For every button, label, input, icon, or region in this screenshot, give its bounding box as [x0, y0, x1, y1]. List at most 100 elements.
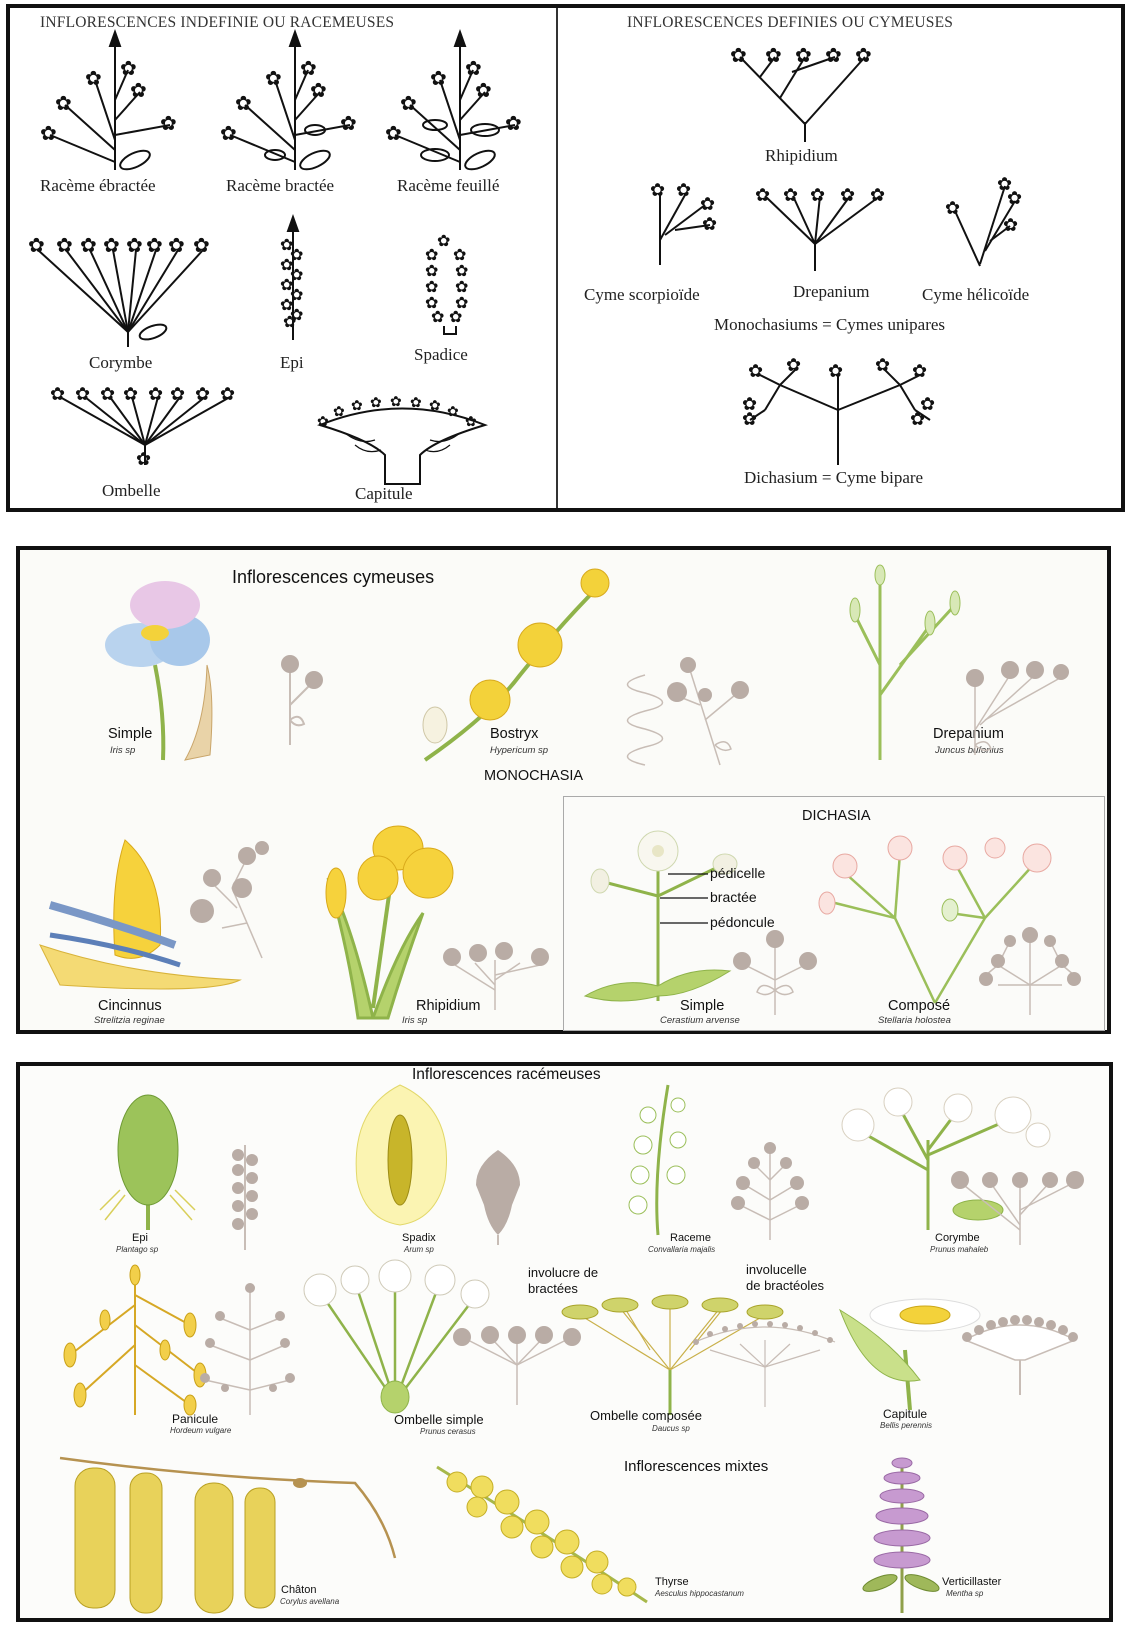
hordeum-panicule-illustration	[50, 1265, 210, 1415]
label-ombelle-simple: Ombelle simple	[394, 1412, 484, 1427]
svg-text:✿: ✿	[283, 312, 296, 331]
svg-text:✿: ✿	[786, 355, 801, 376]
species-corymbe: Prunus mahaleb	[930, 1245, 988, 1254]
label-dichasium-simple: Simple	[680, 998, 724, 1014]
label-dichasium: Dichasium = Cyme bipare	[744, 468, 923, 488]
raceme-ebractee-diagram: ✿✿✿ ✿✿✿	[40, 30, 190, 170]
species-ombelle-composee: Daucus sp	[652, 1424, 690, 1433]
svg-text:✿: ✿	[168, 233, 185, 257]
svg-text:✿: ✿	[400, 91, 417, 115]
svg-text:✿: ✿	[75, 384, 90, 405]
corymbe-schema	[950, 1170, 1085, 1245]
dichasium-compose-schema	[978, 925, 1083, 1015]
svg-text:✿: ✿	[235, 91, 252, 115]
corymbe-diagram: ✿✿✿✿ ✿✿✿✿	[28, 232, 218, 347]
label-corymbe: Corymbe	[89, 353, 152, 373]
ombelle-diagram: ✿✿✿✿ ✿✿✿✿ ✿	[50, 385, 240, 470]
label-epi-bottom: Epi	[132, 1232, 148, 1244]
svg-text:✿: ✿	[765, 43, 782, 67]
svg-text:✿: ✿	[449, 307, 462, 326]
species-thyrse: Aesculus hippocastanum	[655, 1589, 744, 1598]
svg-text:✿: ✿	[351, 398, 363, 414]
capitule-schema	[955, 1315, 1085, 1395]
rhipidium-schema	[440, 935, 555, 1010]
svg-text:✿: ✿	[370, 395, 382, 411]
species-cincinnus: Strelitzia reginae	[94, 1015, 165, 1026]
label-rhipidium: Rhipidium	[765, 146, 838, 166]
svg-text:✿: ✿	[742, 409, 757, 430]
svg-text:✿: ✿	[340, 111, 357, 135]
svg-text:✿: ✿	[945, 198, 960, 219]
annotation-involucre: involucre de	[528, 1265, 598, 1280]
svg-text:✿: ✿	[333, 404, 345, 420]
svg-text:✿: ✿	[146, 233, 163, 257]
svg-text:✿: ✿	[100, 384, 115, 405]
svg-text:✿: ✿	[1007, 188, 1022, 209]
raceme-schema	[730, 1140, 810, 1240]
cyme-scorpioide-diagram: ✿✿✿✿	[640, 180, 730, 265]
label-epi: Epi	[280, 353, 304, 373]
label-spadix: Spadix	[402, 1232, 436, 1244]
svg-text:✿: ✿	[855, 43, 872, 67]
drepanium-schema	[955, 650, 1070, 760]
species-raceme: Convallaria majalis	[648, 1245, 715, 1254]
arum-spadix-illustration	[345, 1080, 455, 1230]
svg-text:✿: ✿	[437, 231, 450, 250]
svg-text:✿: ✿	[50, 384, 65, 405]
svg-text:✿: ✿	[317, 414, 329, 430]
cymeuses-header: INFLORESCENCES DEFINIES OU CYMEUSES	[627, 14, 953, 32]
epi-schema	[220, 1140, 270, 1250]
label-bostryx: Bostryx	[490, 726, 538, 742]
label-raceme-feuille: Racème feuillé	[397, 176, 499, 196]
svg-text:✿: ✿	[910, 409, 925, 430]
monochasia-label: MONOCHASIA	[484, 768, 583, 784]
svg-text:✿: ✿	[431, 307, 444, 326]
species-ombelle-simple: Prunus cerasus	[420, 1427, 476, 1436]
svg-text:✿: ✿	[748, 361, 763, 382]
ombelle-composee-schema	[690, 1322, 840, 1407]
panicule-schema	[195, 1280, 295, 1415]
svg-text:✿: ✿	[828, 361, 843, 382]
epi-diagram: ✿✿✿✿ ✿✿✿✿ ✿	[278, 215, 308, 340]
species-capitule: Bellis perennis	[880, 1421, 932, 1430]
rhipidium-diagram: ✿✿✿ ✿✿	[730, 42, 880, 142]
svg-text:✿: ✿	[447, 404, 459, 420]
svg-text:✿: ✿	[126, 233, 143, 257]
label-raceme-ebractee: Racème ébractée	[40, 176, 156, 196]
label-chaton: Châton	[281, 1584, 316, 1596]
cymeuses-title: Inflorescences cymeuses	[232, 567, 434, 588]
label-raceme-bottom: Raceme	[670, 1232, 711, 1244]
label-ombelle-composee: Ombelle composée	[590, 1408, 702, 1423]
svg-text:✿: ✿	[160, 111, 177, 135]
svg-text:✿: ✿	[475, 78, 492, 102]
dichasium-simple-schema	[730, 925, 820, 1015]
label-drepanium-top: Drepanium	[793, 282, 869, 302]
annotation-involucelle: involucelle	[746, 1262, 807, 1277]
svg-text:✿: ✿	[870, 185, 885, 206]
svg-text:✿: ✿	[730, 43, 747, 67]
top-panel-divider	[556, 8, 558, 508]
svg-text:✿: ✿	[170, 384, 185, 405]
annotation-bractee: bractée	[710, 889, 757, 905]
species-epi: Plantago sp	[116, 1245, 158, 1254]
aesculus-thyrse-illustration	[432, 1462, 652, 1612]
svg-text:✿: ✿	[55, 91, 72, 115]
svg-text:✿: ✿	[465, 56, 482, 80]
svg-text:✿: ✿	[56, 233, 73, 257]
svg-text:✿: ✿	[783, 185, 798, 206]
label-verticillaster: Verticillaster	[942, 1576, 1001, 1588]
svg-text:✿: ✿	[810, 185, 825, 206]
svg-text:✿: ✿	[825, 43, 842, 67]
svg-text:✿: ✿	[136, 449, 151, 470]
svg-text:✿: ✿	[700, 194, 715, 215]
svg-text:✿: ✿	[310, 78, 327, 102]
svg-text:✿: ✿	[912, 361, 927, 382]
svg-text:✿: ✿	[650, 180, 665, 201]
corylus-chaton-illustration	[55, 1448, 385, 1616]
svg-text:✿: ✿	[429, 398, 441, 414]
svg-text:✿: ✿	[465, 414, 477, 430]
label-iris-simple: Simple	[108, 726, 152, 742]
species-rhipidium: Iris sp	[402, 1015, 427, 1026]
spadix-schema	[468, 1145, 528, 1245]
species-iris-simple: Iris sp	[110, 745, 135, 756]
